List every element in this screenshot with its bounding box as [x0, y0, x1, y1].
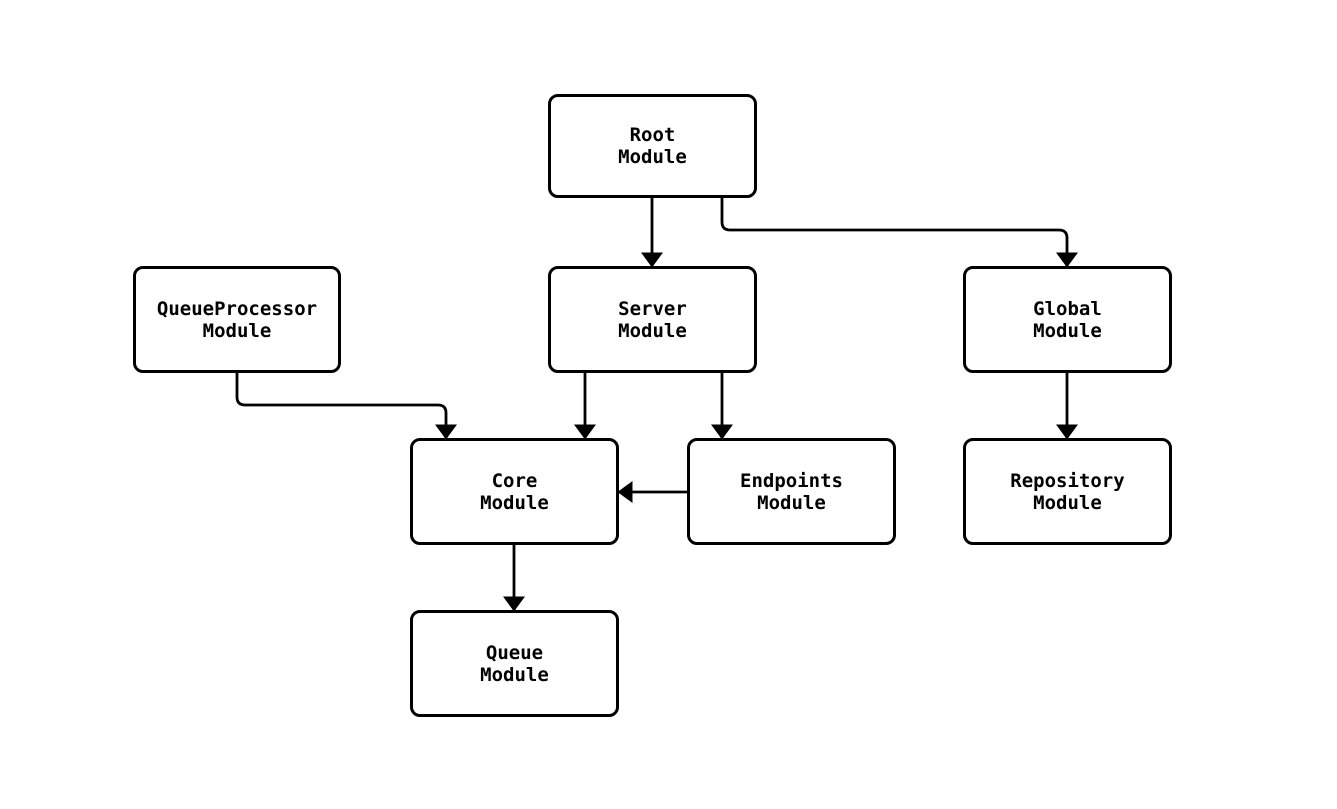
edges-group [235, 198, 1078, 612]
node-label-line: Global [1033, 297, 1102, 320]
node-label-line: Module [618, 319, 687, 342]
node-label-line: Module [1033, 491, 1102, 514]
node-label-line: Module [618, 146, 687, 168]
node-label-line: Endpoints [740, 469, 843, 492]
node-label-line: Core [491, 469, 538, 492]
node-label-line: Module [1033, 319, 1102, 342]
node-label-line: Root [629, 124, 676, 146]
edge-root-to-global [720, 198, 1078, 268]
node-label-line: Server [618, 297, 687, 320]
node-label-line: Queue [485, 641, 544, 664]
edge-queueprocessor-to-core [235, 373, 457, 440]
node-label-line: QueueProcessor [156, 297, 318, 320]
node-label-line: Module [757, 491, 826, 514]
node-label-line: Module [480, 491, 549, 514]
node-label-line: Repository [1010, 469, 1125, 492]
node-label-line: Module [480, 663, 549, 686]
node-label-line: Module [202, 319, 272, 342]
